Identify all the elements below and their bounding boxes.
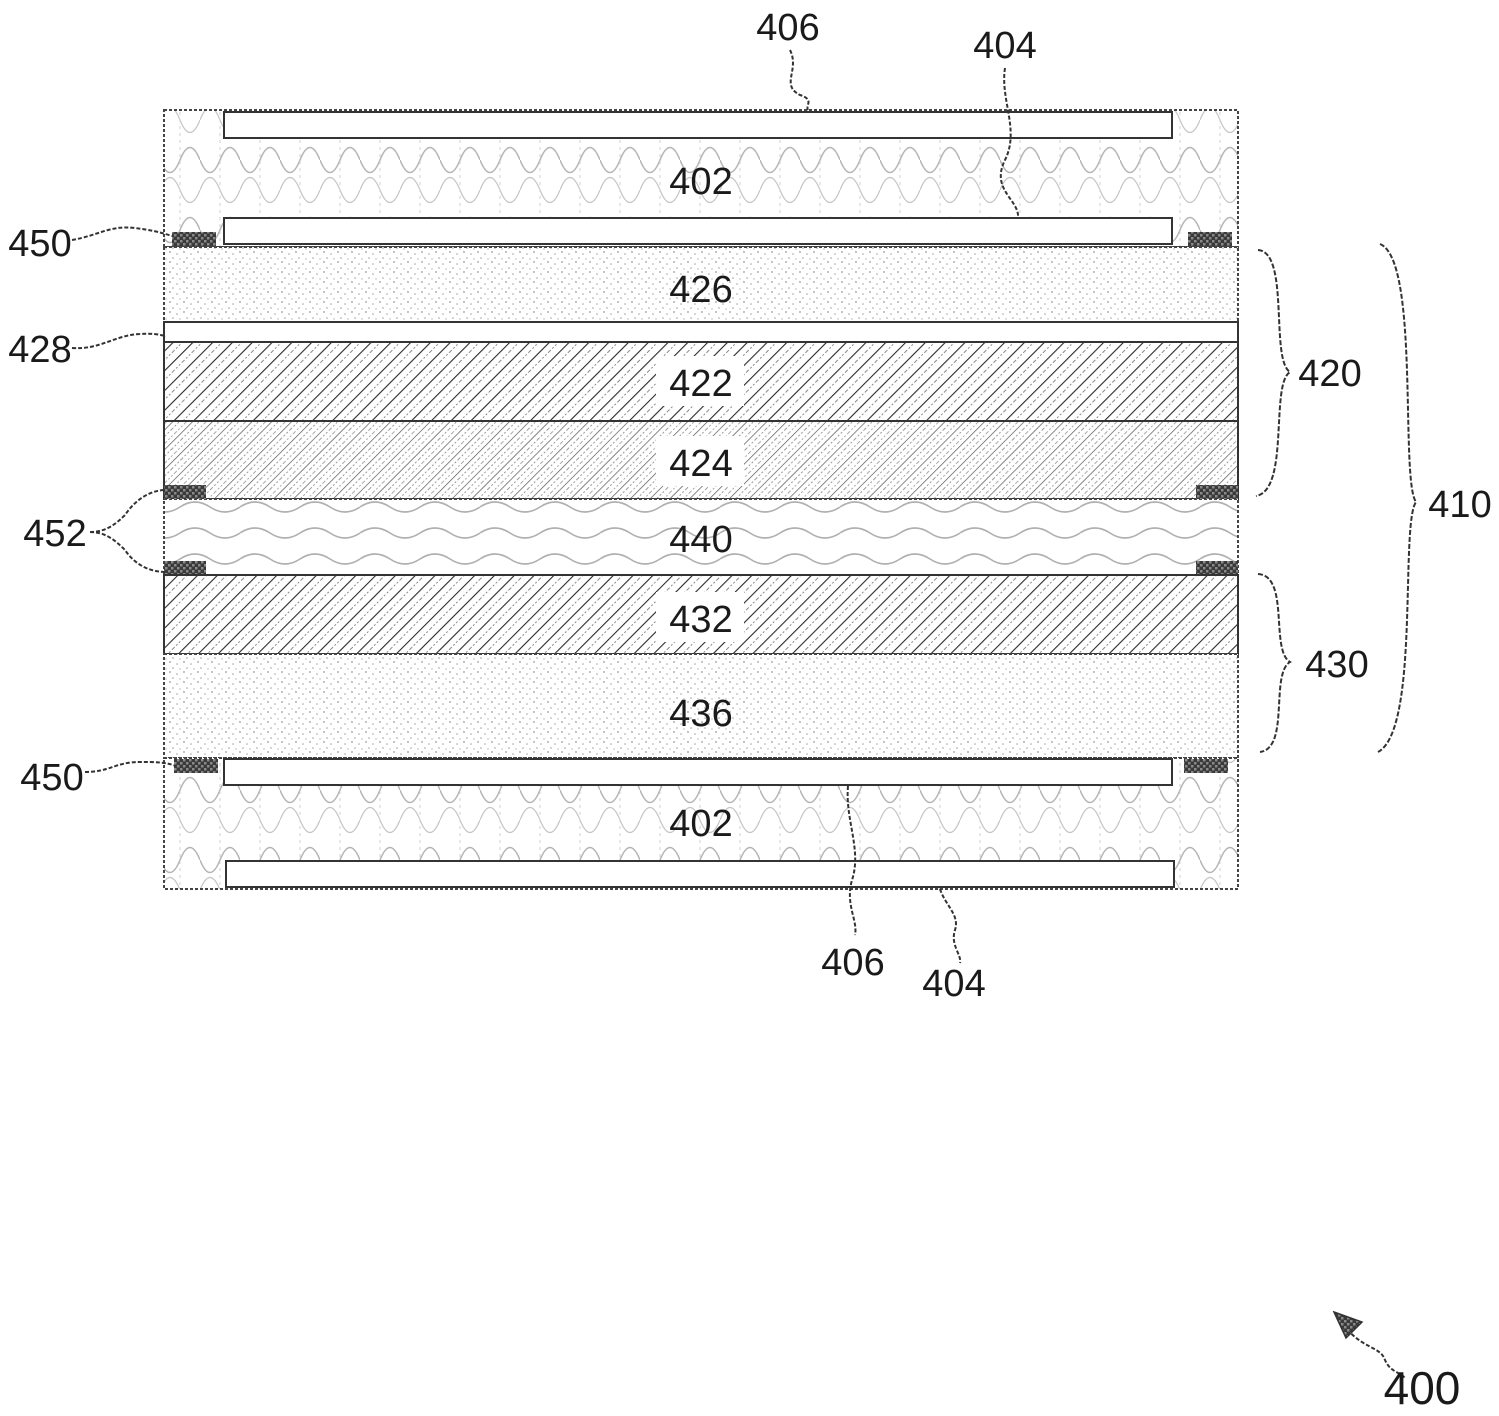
label-402-bottom: 402	[669, 803, 732, 845]
seal-450-bottom-left	[174, 759, 218, 773]
seal-452-upper-right	[1196, 485, 1238, 499]
brace-410	[1377, 243, 1418, 753]
label-406-top: 406	[756, 7, 819, 49]
bottom-cell-402	[163, 757, 1239, 890]
seal-452-upper-left	[164, 485, 206, 499]
figure-arrow-icon	[1332, 1310, 1364, 1340]
seal-450-top-left	[172, 232, 216, 246]
braces	[1255, 243, 1418, 753]
label-426: 426	[669, 269, 732, 311]
label-404-top: 404	[973, 25, 1036, 67]
label-450-bottom: 450	[20, 757, 83, 799]
bottom-plate-404	[225, 860, 1175, 888]
label-406-bottom: 406	[821, 942, 884, 984]
label-402-top: 402	[669, 161, 732, 203]
bottom-plate-406	[223, 758, 1173, 786]
label-440: 440	[669, 519, 732, 561]
label-452: 452	[23, 513, 86, 555]
top-cell-402	[163, 109, 1239, 248]
label-430: 430	[1305, 644, 1368, 686]
label-400: 400	[1384, 1362, 1461, 1414]
brace-420	[1255, 249, 1292, 497]
seal-450-top-right	[1188, 232, 1232, 246]
leader-lines	[71, 49, 1406, 1379]
label-422: 422	[669, 363, 732, 405]
brace-430	[1257, 573, 1292, 753]
seal-450-bottom-right	[1184, 759, 1228, 773]
label-428: 428	[8, 329, 71, 371]
layer-436	[163, 653, 1239, 759]
label-424: 424	[669, 443, 732, 485]
seal-452-lower-right	[1196, 561, 1238, 575]
seal-452-lower-left	[164, 561, 206, 575]
label-436: 436	[669, 693, 732, 735]
top-plate-406	[223, 111, 1173, 139]
label-404-bottom: 404	[922, 963, 985, 1005]
label-450-top: 450	[8, 223, 71, 265]
layer-440	[163, 498, 1239, 576]
label-432: 432	[669, 599, 732, 641]
label-420: 420	[1298, 353, 1361, 395]
label-410: 410	[1428, 484, 1491, 526]
layer-428	[163, 321, 1239, 343]
top-plate-404	[223, 217, 1173, 245]
